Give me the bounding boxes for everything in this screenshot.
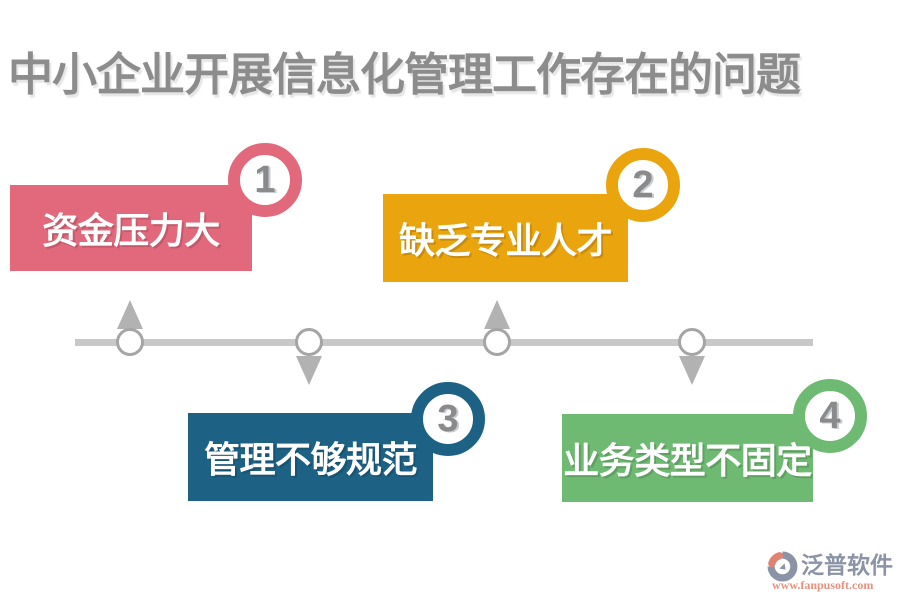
problem-label-1: 资金压力大 [42, 210, 220, 251]
problem-number-badge-3: 3 [411, 382, 485, 456]
arrow-up-icon [117, 300, 143, 329]
brand-footer: 泛普软件 www.fanpusoft.com [766, 550, 896, 595]
timeline-bar [75, 339, 813, 346]
timeline-node-1 [116, 328, 144, 356]
badge-number-2: 2 [632, 163, 654, 206]
problem-label-3: 管理不够规范 [203, 439, 418, 480]
problem-number-badge-2: 2 [606, 148, 680, 222]
timeline-node-4 [678, 328, 706, 356]
problem-number-badge-1: 1 [228, 143, 302, 217]
arrow-up-icon [484, 300, 510, 329]
badge-number-3: 3 [437, 397, 459, 440]
problem-number-badge-4: 4 [793, 379, 867, 453]
problem-box-3: 管理不够规范 [188, 413, 433, 501]
badge-number-1: 1 [254, 158, 276, 201]
brand-logo-icon [767, 551, 798, 582]
arrow-down-icon [296, 356, 322, 385]
page-title: 中小企业开展信息化管理工作存在的问题 [8, 49, 801, 100]
problem-label-4: 业务类型不固定 [563, 440, 812, 481]
problem-box-2: 缺乏专业人才 [383, 194, 628, 282]
brand-name: 泛普软件 [801, 552, 893, 578]
arrow-down-icon [679, 356, 705, 385]
badge-number-4: 4 [819, 394, 841, 437]
problem-label-2: 缺乏专业人才 [398, 220, 613, 261]
problem-box-4: 业务类型不固定 [562, 414, 813, 502]
brand-website: www.fanpusoft.com [772, 578, 874, 592]
timeline-node-2 [295, 328, 323, 356]
problem-box-1: 资金压力大 [10, 185, 252, 271]
timeline-node-3 [483, 328, 511, 356]
